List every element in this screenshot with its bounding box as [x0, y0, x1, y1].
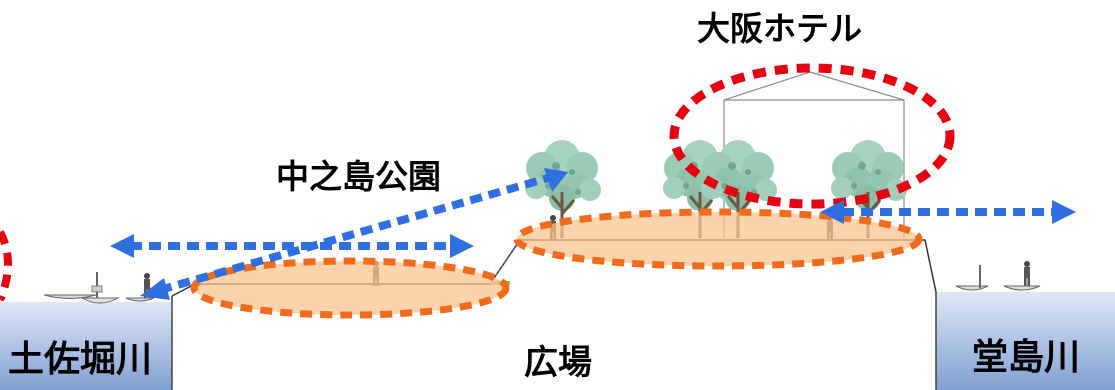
boat-icon [955, 265, 1041, 291]
edge-highlight-arc [0, 230, 12, 302]
nakanoshima-park-label: 中之島公園 [276, 157, 441, 196]
osaka-hotel-label: 大阪ホテル [697, 9, 862, 48]
stair-slope [489, 237, 523, 285]
boat-icon [43, 272, 155, 304]
double-arrow-upper-right [820, 200, 1076, 224]
plaza-highlight-ellipse [190, 257, 510, 319]
dojima-river-water [936, 292, 1115, 390]
tosabori-river-label: 土佐堀川 [8, 339, 153, 380]
hotel-outline [723, 71, 905, 238]
double-arrow-diagonal [140, 168, 568, 300]
dojima-river-label: 堂島川 [972, 337, 1081, 378]
double-arrow-lower-left [110, 234, 474, 258]
plaza-label: 広場 [524, 343, 592, 383]
tosabori-river-water [0, 302, 172, 390]
hotel-highlight-circle [669, 63, 955, 209]
person-icon [1024, 261, 1030, 286]
park-highlight-ellipse [513, 208, 923, 270]
